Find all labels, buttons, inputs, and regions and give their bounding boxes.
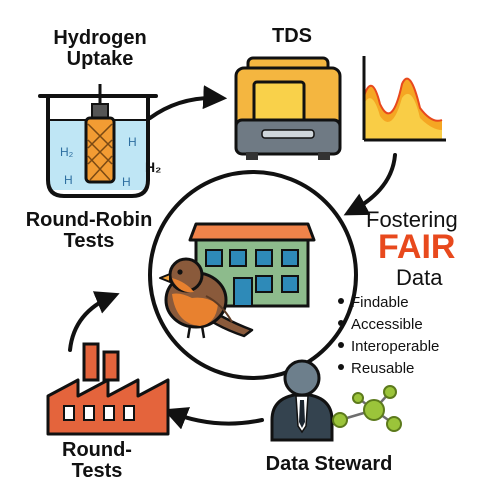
principle-item: Accessible <box>330 314 439 336</box>
hydrogen-uptake-label: Hydrogen Uptake <box>53 27 147 70</box>
principle-label: Findable <box>351 294 409 311</box>
arrow-uptake-to-tds <box>148 85 228 120</box>
arrow-steward-to-factory <box>163 407 264 430</box>
principle-item: Interoperable <box>330 336 439 358</box>
arrow-factory-to-roundrobin <box>68 291 120 352</box>
round-tests-label: Round- Tests <box>62 439 132 482</box>
h-glyph: H <box>128 135 137 149</box>
principle-item: Reusable <box>330 358 439 380</box>
arrow-tds-to-fair <box>343 153 397 216</box>
data-label: Data <box>396 265 443 290</box>
principle-label: Accessible <box>351 316 423 333</box>
cycle-arrows <box>68 85 397 430</box>
bullet-icon <box>338 342 344 348</box>
furnace-icon <box>234 56 342 160</box>
fair-principles-list: Findable Accessible Interoperable Reusab… <box>330 292 439 380</box>
h2-label-outside: H₂ <box>145 159 161 175</box>
principle-item: Findable <box>330 292 439 314</box>
robin-bird-icon <box>159 257 254 339</box>
h-glyph: H <box>64 173 73 187</box>
fair-acronym: FAIR <box>378 228 456 266</box>
tds-label: TDS <box>272 25 312 47</box>
beaker-icon: H H H H₂ H₂ <box>38 84 161 198</box>
bullet-icon <box>338 320 344 326</box>
principle-label: Interoperable <box>351 338 440 355</box>
network-graph-icon <box>332 385 402 432</box>
data-steward-icon <box>270 359 334 442</box>
round-robin-label: Round-Robin Tests <box>25 209 153 252</box>
fostering-label: Fostering <box>366 207 458 232</box>
bullet-icon <box>338 364 344 370</box>
h-glyph: H <box>122 175 131 189</box>
h2-label-inside: H₂ <box>60 145 74 159</box>
data-steward-label: Data Steward <box>265 453 393 475</box>
bullet-icon <box>338 298 344 304</box>
factory-icon <box>46 342 170 436</box>
principle-label: Reusable <box>351 360 415 377</box>
spectrum-chart-icon <box>362 56 446 142</box>
